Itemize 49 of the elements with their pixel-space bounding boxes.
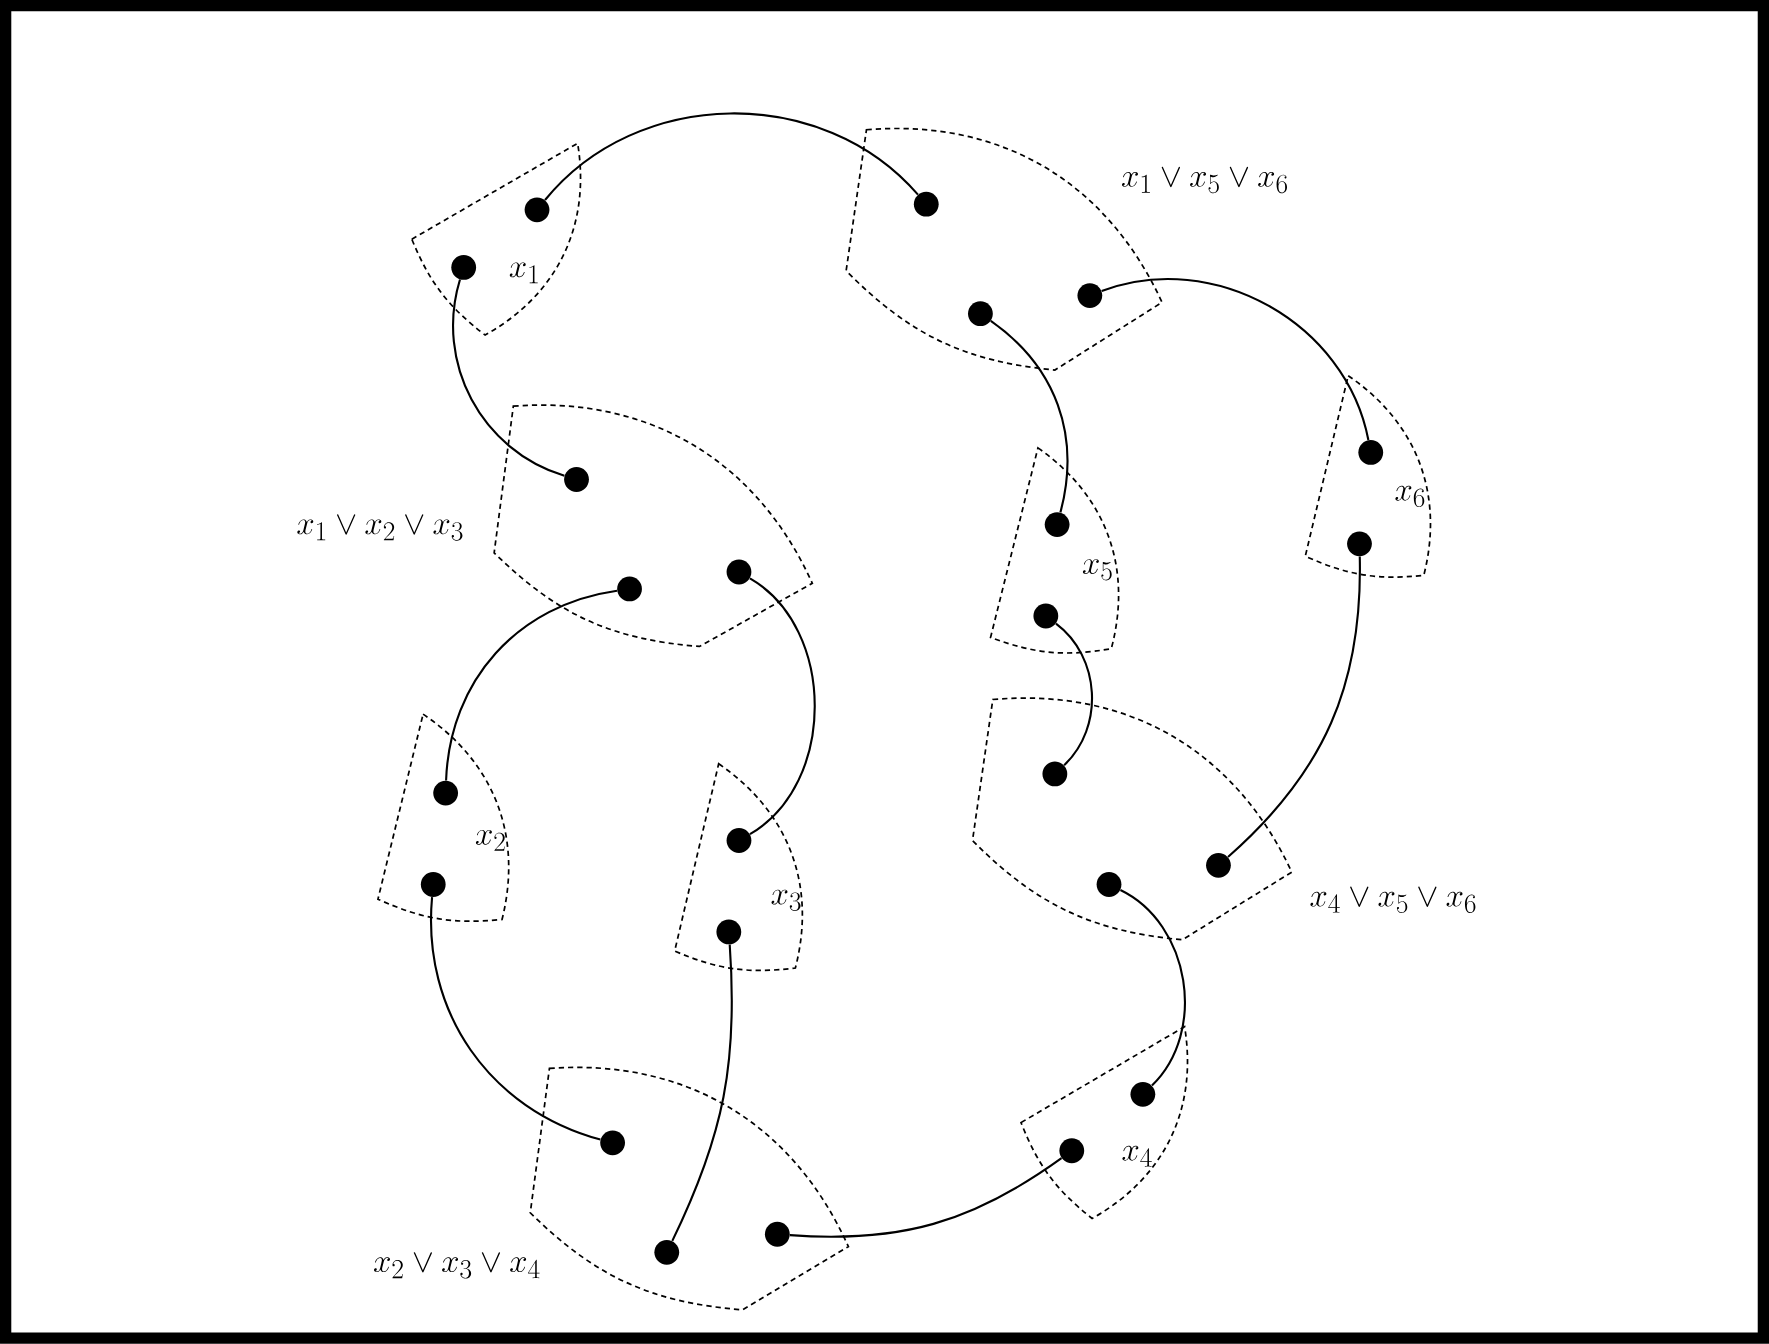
- connector-curve: [1055, 622, 1093, 767]
- connector-curve: [1119, 889, 1186, 1087]
- dot: [1077, 283, 1103, 309]
- dot: [968, 301, 993, 327]
- dot: [1130, 1082, 1156, 1107]
- dot: [1059, 1138, 1085, 1164]
- connector-curve: [990, 320, 1069, 513]
- dot: [524, 197, 550, 223]
- dashed-region: $x_5$: [989, 447, 1120, 654]
- connector-curve: [430, 897, 601, 1141]
- dot: [420, 872, 446, 898]
- dot: [1358, 440, 1384, 465]
- dot: [433, 780, 459, 806]
- dashed-region: $x_2$: [377, 713, 510, 923]
- dashed-region: $x_1 \vee x_5 \vee x_6$: [845, 127, 1287, 372]
- connector-curve: [452, 279, 565, 477]
- dashed-region: $x_3$: [673, 763, 804, 972]
- dot: [1033, 603, 1059, 629]
- dot: [654, 1240, 680, 1265]
- dot: [764, 1222, 790, 1247]
- connector-curve: [671, 944, 733, 1242]
- dashed-region: $x_1 \vee x_2 \vee x_3$: [297, 404, 814, 648]
- connector-curve: [544, 112, 919, 201]
- node-label: $x_1 \vee x_2 \vee x_3$: [297, 514, 463, 541]
- node-label: $x_4 \vee x_5 \vee x_6$: [1310, 886, 1476, 914]
- dot: [726, 559, 752, 585]
- dot: [564, 467, 589, 493]
- connector-curve: [749, 577, 816, 836]
- dashed-region: $x_1$: [410, 142, 582, 337]
- dot: [617, 576, 642, 602]
- dot: [716, 919, 742, 945]
- node-label: $x_2 \vee x_3 \vee x_4$: [374, 1252, 540, 1279]
- dashed-region: $x_6$: [1304, 375, 1432, 579]
- dot: [1206, 853, 1231, 878]
- dot: [913, 191, 939, 217]
- connector-curve: [445, 589, 618, 781]
- dot: [1042, 761, 1068, 787]
- connector-curve: [1227, 556, 1361, 858]
- connector-curve: [789, 1157, 1063, 1238]
- dot: [1347, 531, 1372, 557]
- dot: [1096, 872, 1122, 898]
- dashed-region: $x_4 \vee x_5 \vee x_6$: [971, 697, 1476, 941]
- dot: [600, 1130, 626, 1156]
- dot: [726, 828, 752, 854]
- dot: [451, 255, 477, 280]
- dot: [1044, 512, 1070, 538]
- dashed-region: $x_4$: [1020, 1025, 1189, 1220]
- connector-curve: [1101, 278, 1370, 441]
- dashed-region: $x_2 \vee x_3 \vee x_4$: [374, 1066, 850, 1311]
